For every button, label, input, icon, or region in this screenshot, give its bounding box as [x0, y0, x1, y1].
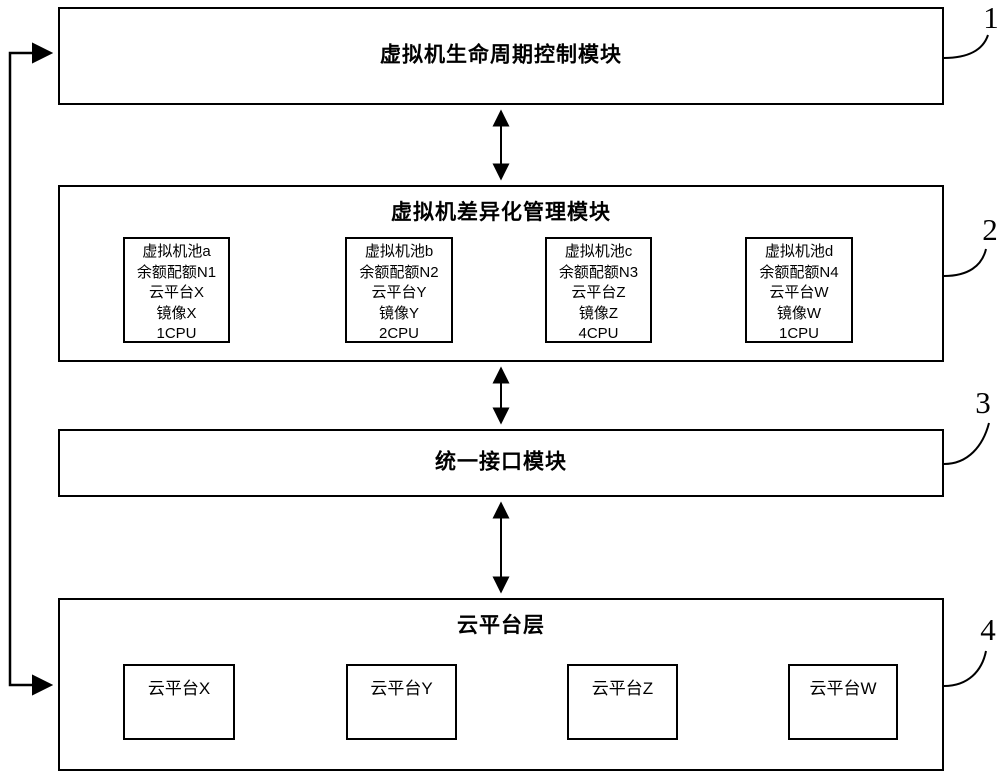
module-vm-lifecycle-control: 虚拟机生命周期控制模块	[58, 7, 944, 105]
module-unified-interface: 统一接口模块	[58, 429, 944, 497]
vm-pool-c-cpu: 4CPU	[578, 325, 619, 342]
module-cloud-platform-layer-title: 云平台层	[457, 614, 545, 637]
callout-curve-4	[943, 650, 987, 687]
vm-pool-d: 虚拟机池d 余额配额N4 云平台W 镜像W 1CPU	[745, 237, 853, 343]
ref-label-1: 1	[983, 0, 999, 35]
vm-pool-a-image: 镜像X	[156, 304, 197, 322]
vm-pool-a-quota: 余额配额N1	[136, 263, 217, 281]
cloud-platform-z: 云平台Z	[567, 664, 678, 740]
ref-label-4: 4	[980, 612, 996, 647]
vm-pool-b-cpu: 2CPU	[378, 325, 419, 342]
vm-pool-b: 虚拟机池b 余额配额N2 云平台Y 镜像Y 2CPU	[345, 237, 453, 343]
vm-pool-a-platform: 云平台X	[148, 284, 204, 301]
cloud-platform-y-label: 云平台Y	[370, 679, 433, 698]
callout-curve-1	[943, 34, 989, 59]
cloud-platform-y: 云平台Y	[346, 664, 457, 740]
vm-pool-a-cpu: 1CPU	[156, 325, 197, 342]
vm-pool-c-name: 虚拟机池c	[564, 243, 633, 260]
vm-pool-d-name: 虚拟机池d	[764, 243, 834, 260]
vm-pool-c-image: 镜像Z	[578, 304, 619, 322]
vm-pool-b-platform: 云平台Y	[371, 284, 427, 301]
cloud-platform-z-label: 云平台Z	[591, 679, 654, 698]
cloud-platform-w: 云平台W	[788, 664, 898, 740]
vm-pool-b-name: 虚拟机池b	[364, 243, 434, 260]
vm-pool-c-platform: 云平台Z	[571, 284, 626, 301]
module-vm-lifecycle-control-title: 虚拟机生命周期控制模块	[380, 43, 622, 67]
module-unified-interface-title: 统一接口模块	[435, 450, 567, 474]
vm-pool-a-name: 虚拟机池a	[142, 243, 211, 260]
vm-pool-b-image: 镜像Y	[378, 304, 419, 322]
vm-pool-c: 虚拟机池c 余额配额N3 云平台Z 镜像Z 4CPU	[545, 237, 652, 343]
vm-pool-d-image: 镜像W	[776, 304, 822, 322]
callout-curve-2	[943, 248, 987, 277]
ref-label-2: 2	[982, 212, 998, 247]
cloud-platform-x-label: 云平台X	[147, 679, 211, 698]
vm-pool-d-quota: 余额配额N4	[759, 263, 839, 281]
vm-pool-d-cpu: 1CPU	[778, 325, 819, 342]
left-connector	[8, 42, 54, 696]
vm-pool-b-quota: 余额配额N2	[359, 263, 439, 281]
vm-pool-c-quota: 余额配额N3	[558, 263, 639, 281]
callout-curve-3	[943, 422, 990, 465]
cloud-platform-x: 云平台X	[123, 664, 235, 740]
module-vm-differentiation-management-title: 虚拟机差异化管理模块	[391, 201, 611, 224]
vm-pool-d-platform: 云平台W	[769, 284, 829, 301]
cloud-platform-w-label: 云平台W	[809, 679, 877, 698]
ref-label-3: 3	[975, 385, 991, 420]
vm-pool-a: 虚拟机池a 余额配额N1 云平台X 镜像X 1CPU	[123, 237, 230, 343]
